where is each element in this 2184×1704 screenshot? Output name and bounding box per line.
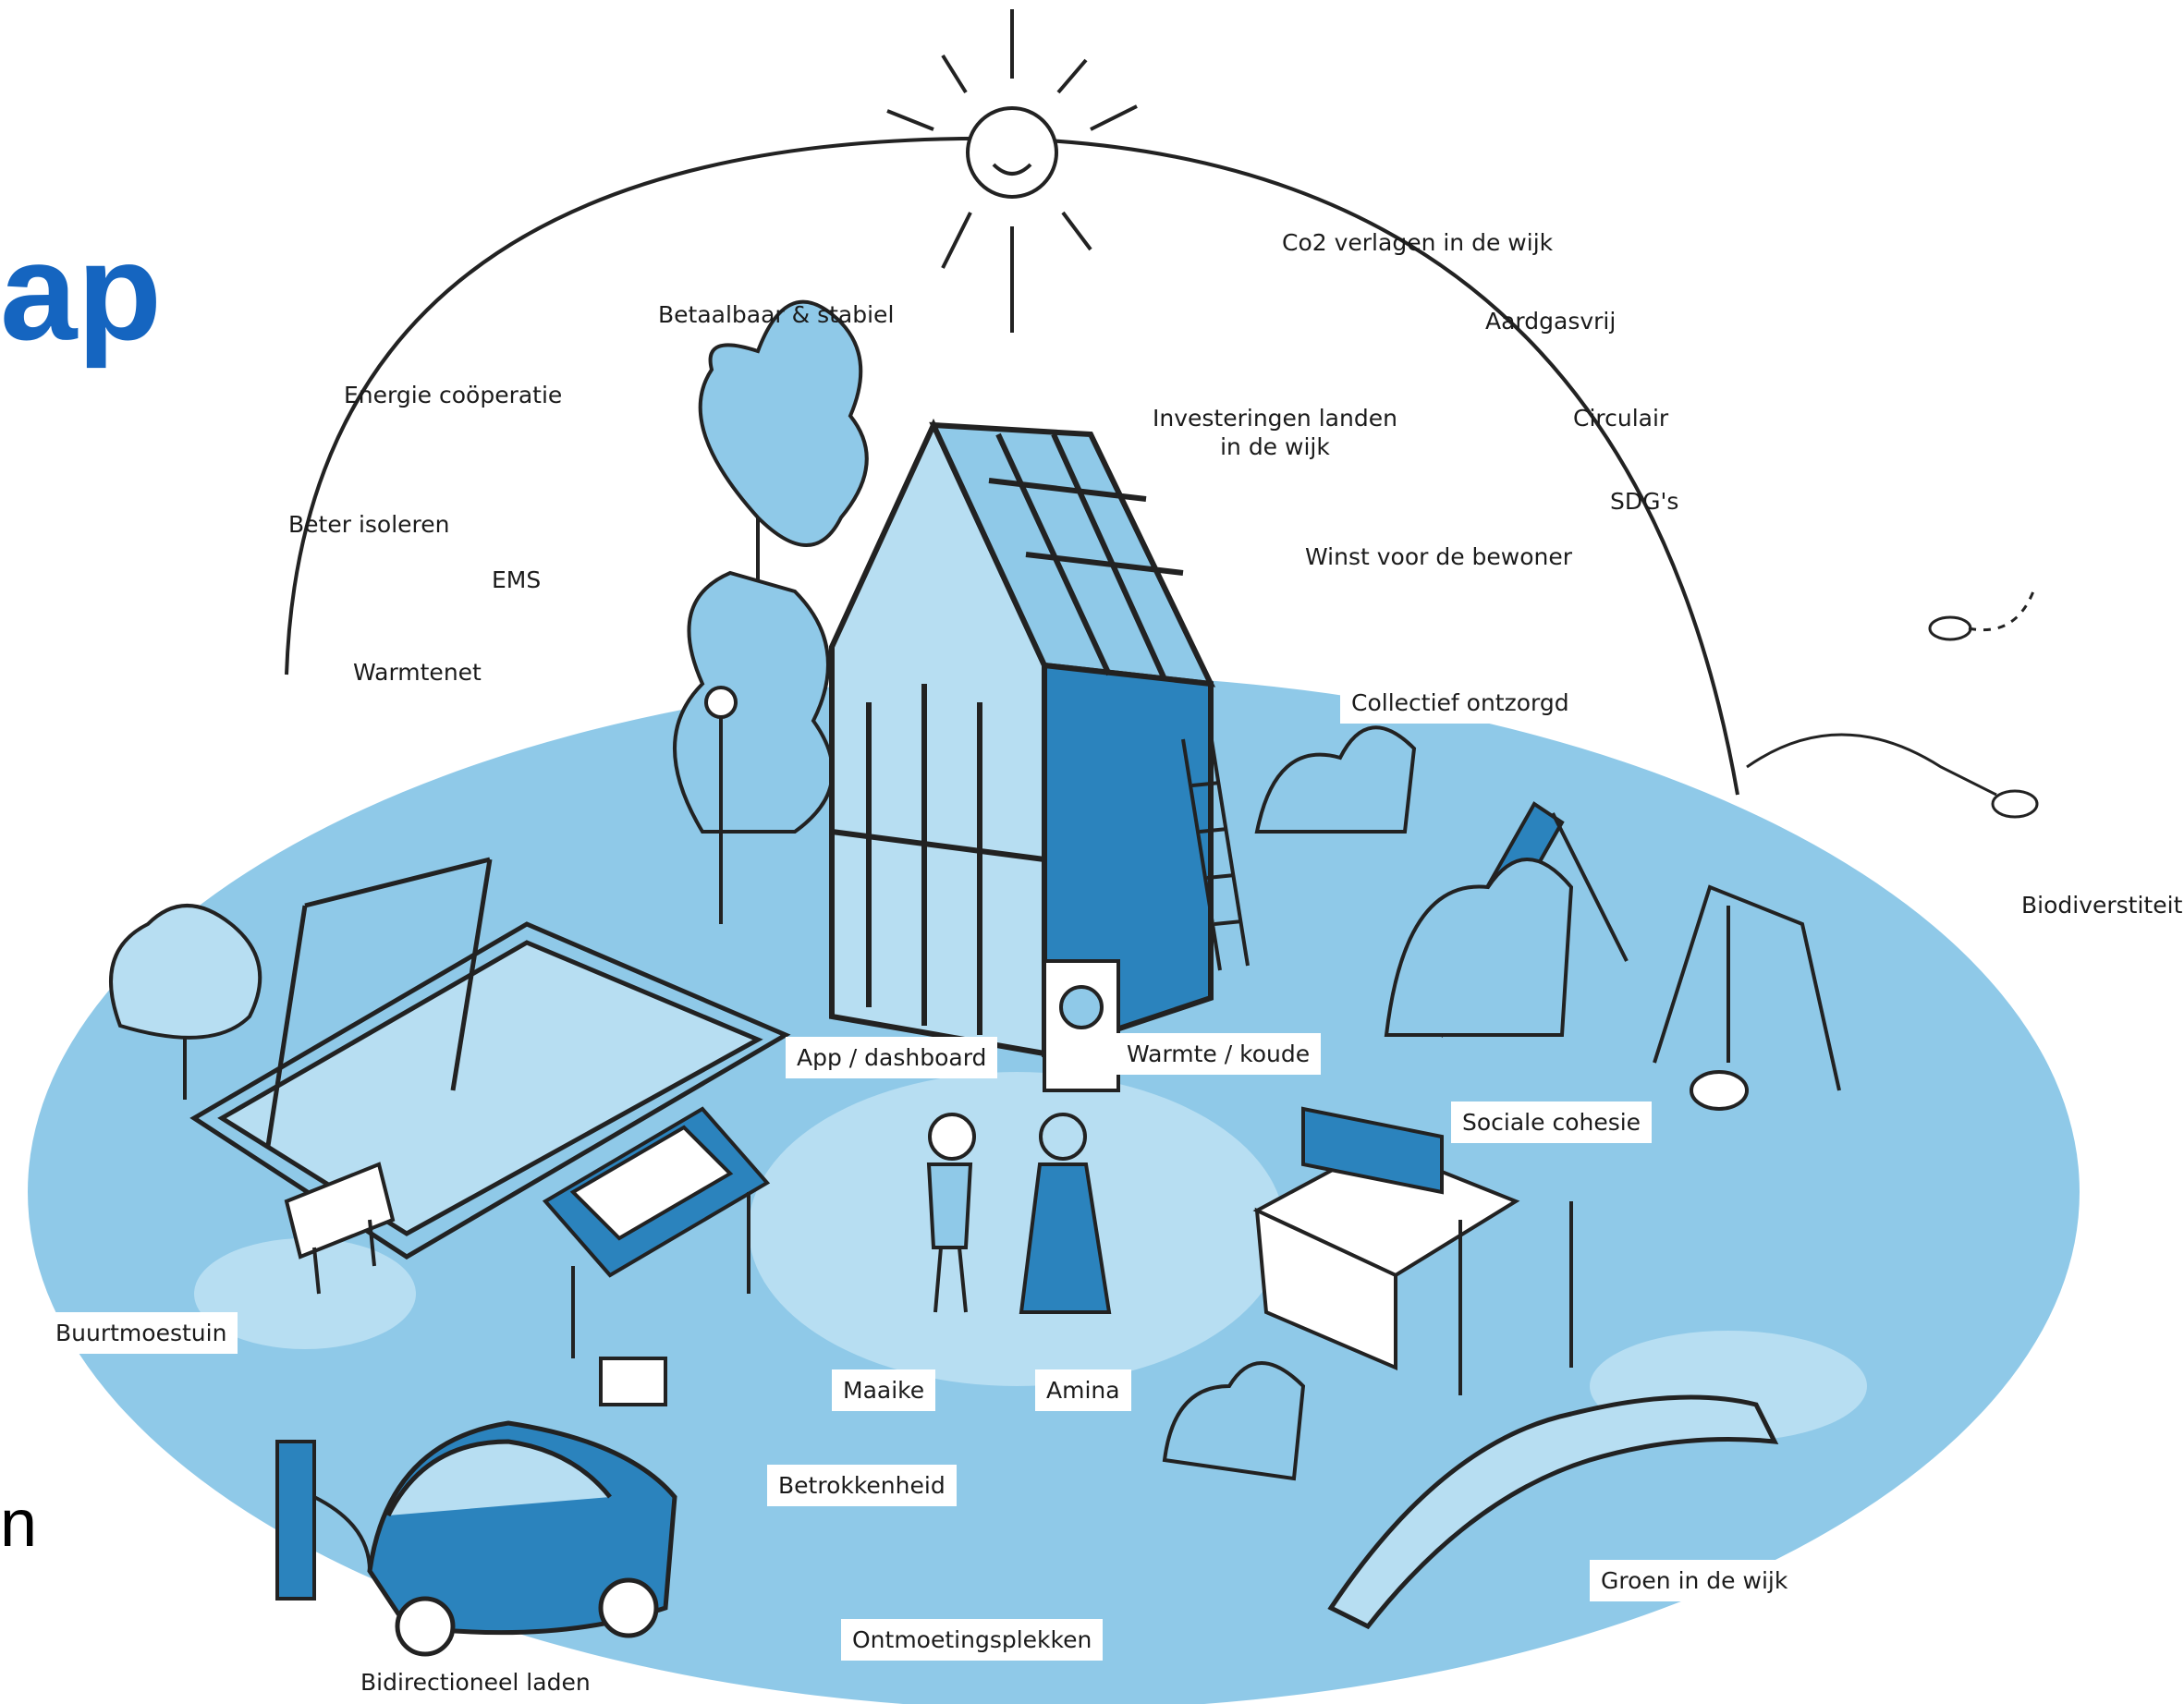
label-bidirectioneel-laden: Bidirectioneel laden: [360, 1669, 591, 1696]
sun-icon: [886, 9, 1138, 333]
label-app-dashboard: App / dashboard: [786, 1037, 998, 1079]
label-warmtenet: Warmtenet: [342, 651, 493, 694]
clothes-market-icon: [1252, 1106, 1573, 1395]
label-ontmoetingsplekken: Ontmoetingsplekken: [841, 1619, 1104, 1661]
swing-icon: [1653, 884, 1841, 1111]
label-co2-verlagen: Co2 verlagen in de wijk: [1282, 229, 1554, 256]
center-light-spot: [749, 1072, 1285, 1386]
market-stall-icon: [542, 1106, 771, 1406]
label-betrokkenheid: Betrokkenheid: [767, 1465, 957, 1507]
label-circulair: Circulair: [1573, 405, 1669, 432]
label-investeringen-line2: in de wijk: [1220, 433, 1330, 461]
label-sociale-cohesie: Sociale cohesie: [1451, 1102, 1653, 1144]
maaike-figure-icon: [926, 1113, 976, 1313]
label-buurtmoestuin: Buurtmoestuin: [44, 1312, 238, 1355]
label-groen-in-de-wijk: Groen in de wijk: [1590, 1560, 1800, 1602]
amina-figure-icon: [1019, 1113, 1112, 1314]
page-title-fragment: ap: [0, 213, 163, 369]
label-ems: EMS: [492, 566, 542, 593]
label-winst-voor-de-bewoner: Winst voor de bewoner: [1294, 536, 1584, 578]
label-amina: Amina: [1035, 1369, 1131, 1412]
bushes-icon: [1162, 725, 1574, 1481]
curved-bench-icon: [1327, 1394, 1779, 1630]
ladder-icon: [1181, 734, 1250, 971]
garden-sign-icon: [284, 1162, 396, 1295]
label-aardgasvrij: Aardgasvrij: [1485, 308, 1617, 335]
apple-tree-icon: [109, 904, 262, 1100]
tree-icon: [673, 299, 869, 834]
label-betaalbaar-stabiel: Betaalbaar & stabiel: [658, 301, 895, 328]
cropped-text-fragment: n: [0, 1487, 38, 1561]
label-investeringen-line1: Investeringen landen: [1153, 405, 1397, 432]
heat-pump-icon: [1043, 959, 1120, 1092]
bee-icon: [1928, 590, 2035, 641]
butterfly-icon: [1746, 733, 2039, 819]
electric-car-icon: [367, 1420, 677, 1657]
street-lamp-icon: [704, 686, 738, 924]
label-investeringen: Investeringen landen in de wijk: [1141, 397, 1409, 469]
label-collectief-ontzorgd: Collectief ontzorgd: [1340, 682, 1580, 724]
light-patch-left: [194, 1238, 416, 1349]
charging-station-icon: [275, 1440, 372, 1601]
house-icon: [829, 418, 1216, 1058]
label-sdgs: SDG's: [1610, 488, 1679, 515]
label-energie-cooperatie: Energie coöperatie: [344, 382, 563, 408]
label-maaike: Maaike: [832, 1369, 936, 1412]
label-biodiversiteit: Biodiverstiteit: [2021, 892, 2183, 919]
label-beter-isoleren: Beter isoleren: [288, 511, 450, 538]
label-warmte-koude: Warmte / koude: [1116, 1033, 1322, 1076]
